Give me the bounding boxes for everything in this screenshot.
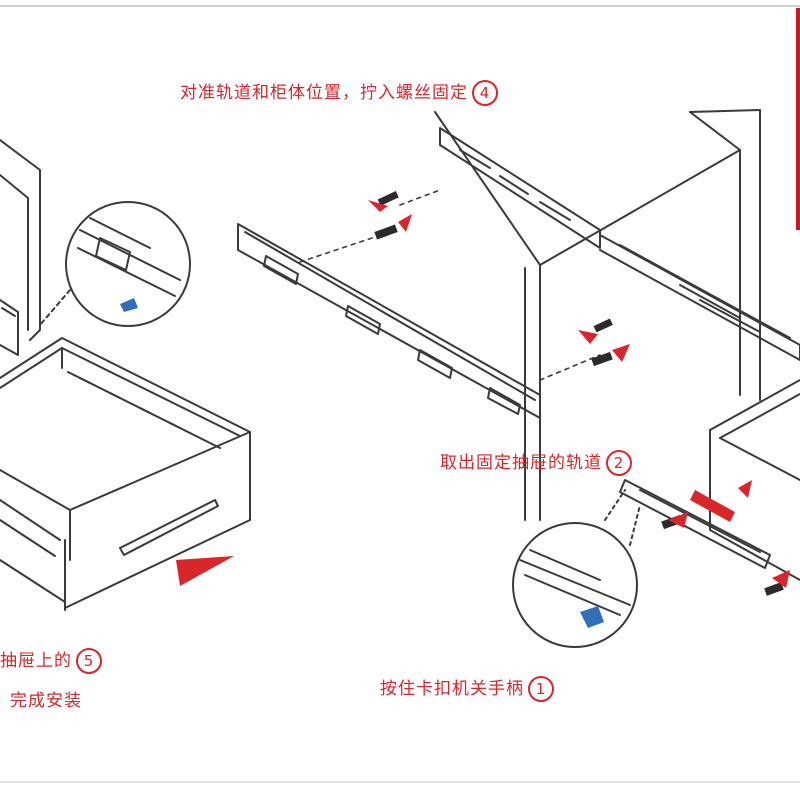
red-arrows xyxy=(176,200,790,588)
step5-line2-text: 完成安装 xyxy=(10,691,82,711)
step1-number: 1 xyxy=(528,676,554,702)
screws xyxy=(374,191,784,596)
step5-line2: 完成安装 xyxy=(10,686,82,711)
screw-guides xyxy=(299,189,601,381)
blue-clips xyxy=(120,298,604,628)
magnifier-left xyxy=(39,201,191,327)
step2-number: 2 xyxy=(606,450,632,476)
right-cabinet xyxy=(434,109,800,521)
step5-number: 5 xyxy=(76,648,102,674)
inner-rail xyxy=(619,479,771,569)
direction-arrow-big xyxy=(176,556,234,586)
step4-number: 4 xyxy=(472,80,498,106)
long-rail xyxy=(237,223,541,419)
step2-text: 取出固定抽屉的轨道 xyxy=(440,453,602,473)
step5-text: 抽屉上的 xyxy=(0,651,72,671)
step4-text: 对准轨道和柜体位置，拧入螺丝固定 xyxy=(180,83,468,103)
left-drawer xyxy=(0,337,251,611)
left-cabinet xyxy=(0,139,41,356)
right-drawer xyxy=(709,379,800,581)
step1-text: 按住卡扣机关手柄 xyxy=(380,679,524,699)
magnifier-right xyxy=(512,489,641,648)
